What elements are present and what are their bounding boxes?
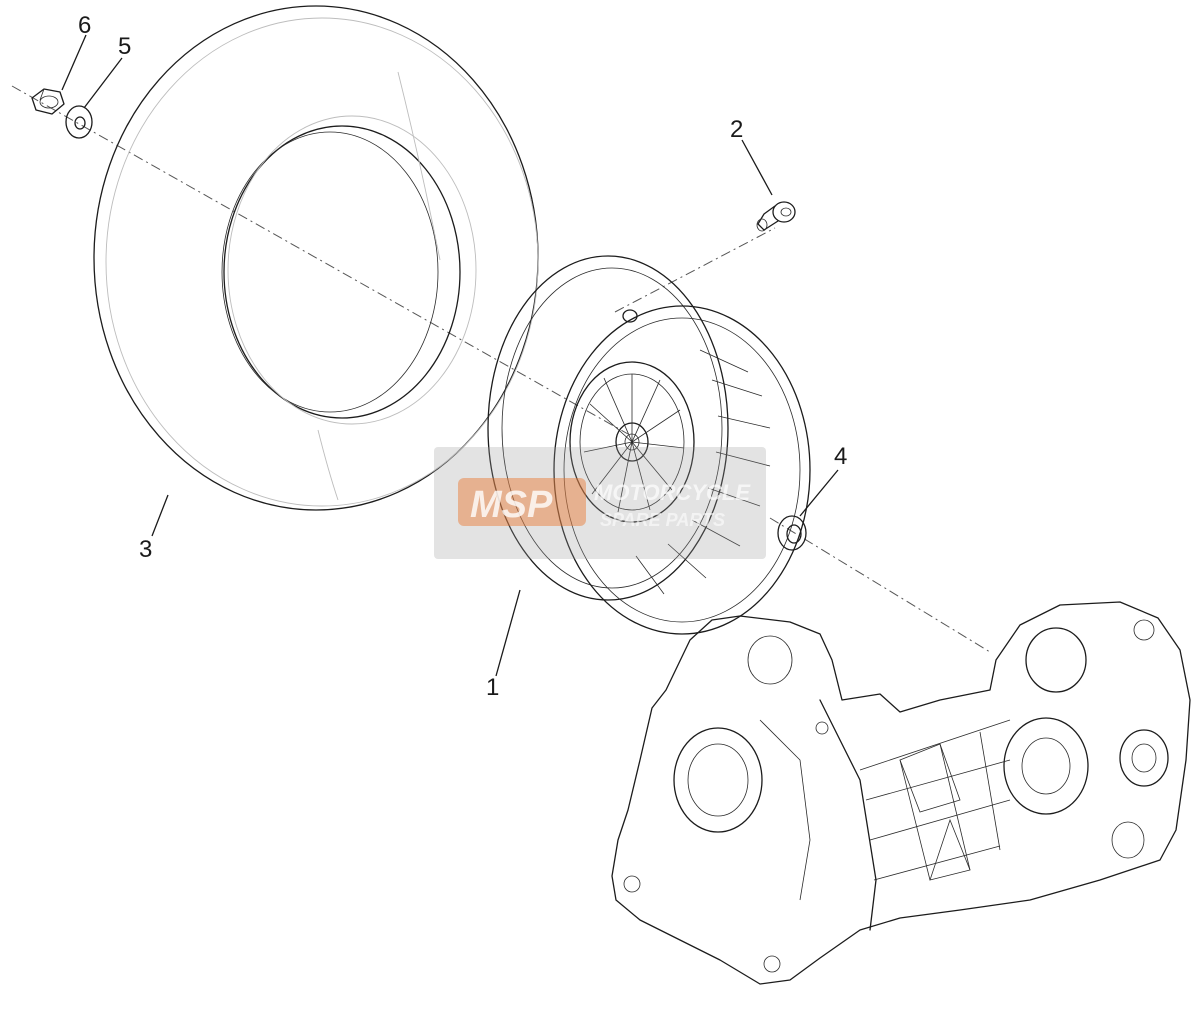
wheel-rim [487,255,811,635]
nut [31,88,65,115]
callout-1: 1 [486,674,499,701]
spacer-ring [777,515,807,551]
callout-2: 2 [730,116,743,143]
callout-6: 6 [78,12,91,39]
engine-crankcase [611,601,1191,985]
crankcase-ribs [859,719,1011,881]
callout-5: 5 [118,33,131,60]
washer [65,105,93,139]
rim-spokes [583,349,771,595]
tyre [93,5,539,511]
watermark-line2: SPARE PARTS [600,510,725,530]
watermark-logo-badge [458,478,586,526]
callout-3: 3 [139,536,152,563]
watermark-line1: MOTORCYCLE [594,480,751,505]
valve-bolt [756,201,796,232]
assembly-axis [11,85,991,653]
watermark-logo: MSP [470,484,553,526]
callout-4: 4 [834,443,847,470]
leader-lines [61,34,839,677]
watermark: MSP MOTORCYCLE SPARE PARTS [434,447,766,559]
callout-labels: 1 2 3 4 5 6 [78,12,847,701]
